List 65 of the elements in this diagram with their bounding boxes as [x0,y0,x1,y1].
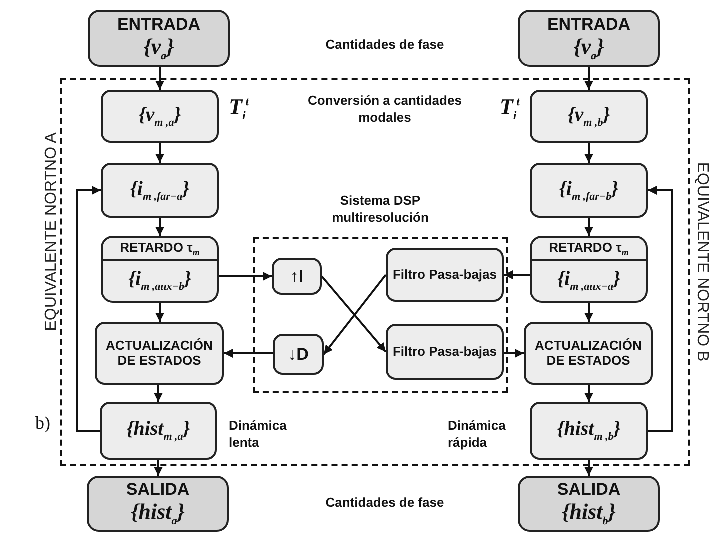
arrow [224,349,273,358]
math-expression: {i$_{m ,aux−b}$} [128,268,192,294]
vertical-label: EQUIVALENTE NORTNO B [693,162,711,362]
group-heading: Sistema DSP multiresolución [331,193,430,227]
panel-letter: b) [34,412,52,435]
math-expression: {v$_{m ,a}$} [138,104,182,130]
arrow [584,385,594,402]
math-expression: {hist$_{m ,b}$} [557,418,621,444]
operator-label: ↓D [288,344,309,364]
box-title: ENTRADA [117,14,201,35]
arrow [584,67,594,90]
annotation-text: Cantidades de fase [324,37,446,54]
vertical-label: EQUIVALENTE NORTNO A [43,132,61,332]
process-box [530,163,648,218]
arrow [648,186,673,432]
math-expression: {i$_{m ,far−b}$} [559,178,619,204]
side-note: Dinámica lenta [229,418,288,452]
io-box [518,10,660,67]
math-expression: {v$_{m ,b}$} [568,104,610,130]
arrow [156,67,164,90]
math-expression: {hist$_{a}$} [131,500,185,528]
arrow [219,272,272,281]
arrow [154,385,163,402]
arrow [156,143,164,163]
process-box [386,324,504,380]
io-box [87,476,229,532]
operator-box [273,334,324,375]
side-note: Dinámica rápida [448,418,507,452]
process-box [524,322,653,385]
arrow [584,143,594,163]
math-expression: {v$_{a}$} [574,34,604,62]
operator-label: ↑I [290,266,304,286]
delay-box [530,236,648,303]
arrow [584,303,594,322]
arrow [156,218,164,236]
io-box [88,10,230,67]
arrow [76,186,101,432]
arrow [504,349,524,358]
annotation-text: Conversión a cantidades modales [307,93,463,127]
box-label: Filtro Pasa-bajas [392,344,498,360]
operator-box [272,258,322,295]
math-expression: {hist$_{m ,a}$} [126,418,190,444]
box-header: RETARDO τ$_{m}$ [532,238,646,261]
arrow [504,270,530,280]
process-box [101,163,219,218]
box-label: Filtro Pasa-bajas [392,268,498,282]
math-expression: {v$_{a}$} [144,34,174,62]
process-box [95,322,224,385]
box-title: SALIDA [126,480,190,500]
delay-box [101,236,219,303]
process-box [386,248,504,302]
math-expression: {i$_{m ,aux−a}$} [558,268,620,294]
arrow [154,460,163,476]
box-label: ACTUALIZACIÓN DE ESTADOS [105,338,214,368]
box-title: ENTRADA [547,14,631,35]
box-header: RETARDO τ$_{m}$ [103,238,217,261]
annotation-text: Cantidades de fase [324,495,446,512]
math-expression: {i$_{m ,far−a}$} [130,178,190,204]
io-box [518,476,660,532]
box-label: ACTUALIZACIÓN DE ESTADOS [534,338,643,368]
arrow [584,460,594,476]
arrow [584,218,594,236]
math-expression: {hist$_{b}$} [562,500,616,528]
arrow [156,303,164,322]
box-title: SALIDA [557,480,621,500]
